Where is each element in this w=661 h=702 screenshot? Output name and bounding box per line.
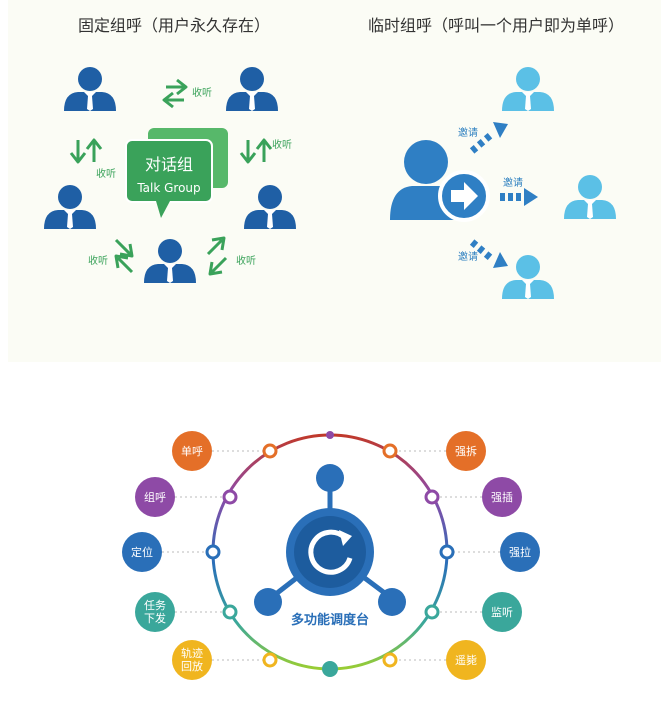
feature-node[interactable]: 组呼	[135, 477, 175, 517]
ring-marker	[222, 604, 238, 620]
feature-node-label: 强拆	[455, 444, 477, 458]
ring-marker	[262, 443, 278, 459]
group-call-diagram: 对话组 Talk Group	[44, 67, 616, 299]
feature-node-circle	[135, 477, 175, 517]
exchange-arrow-icon	[162, 78, 188, 109]
listen-label: 收听	[236, 254, 256, 267]
user-icon	[64, 67, 116, 111]
feature-node[interactable]: 强拉	[500, 532, 540, 572]
listen-label: 收听	[96, 167, 116, 180]
feature-node[interactable]: 监听	[482, 592, 522, 632]
feature-node-circle	[482, 477, 522, 517]
ring-top-dot	[326, 431, 334, 439]
user-icon	[502, 67, 554, 111]
invite-arrow-icon	[469, 239, 508, 268]
user-icon	[144, 239, 196, 283]
feature-node-label: 强拉	[509, 545, 531, 559]
feature-node-label: 强插	[491, 490, 513, 504]
ring-bottom-dot	[322, 661, 338, 677]
feature-node[interactable]: 任务下发	[135, 592, 175, 632]
feature-node-label: 单呼	[181, 445, 203, 458]
user-icon	[502, 255, 554, 299]
listen-label: 收听	[192, 86, 212, 99]
feature-node-circle	[122, 532, 162, 572]
feature-node-circle	[500, 532, 540, 572]
feature-node[interactable]: 定位	[122, 532, 162, 572]
feature-node-circle	[172, 431, 212, 471]
user-icon	[44, 185, 96, 229]
arrow-right-icon	[451, 182, 478, 210]
user-icon	[244, 185, 296, 229]
feature-node[interactable]: 遥毙	[446, 640, 486, 680]
talk-group-en: Talk Group	[136, 181, 200, 195]
talk-group-cn: 对话组	[145, 155, 193, 174]
feature-node-circle	[482, 592, 522, 632]
ring-marker	[382, 652, 398, 668]
feature-node-circle	[446, 431, 486, 471]
listen-label: 收听	[272, 138, 292, 151]
feature-node-label: 定位	[131, 545, 153, 559]
feature-node[interactable]: 强插	[482, 477, 522, 517]
user-icon	[226, 67, 278, 111]
feature-node-circle	[446, 640, 486, 680]
temp-group-title: 临时组呼（呼叫一个用户即为单呼）	[368, 16, 625, 35]
dispatch-panel: 单呼组呼定位任务下发轨迹回放 强拆强插强拉监听遥毙 多功能调度台	[0, 362, 661, 702]
invite-arrow-icon	[469, 122, 508, 154]
talk-group-bubble: 对话组 Talk Group	[125, 128, 228, 218]
dispatch-hub-icon	[254, 464, 406, 616]
invite-label: 邀请	[458, 126, 478, 139]
feature-node-label: 轨迹回放	[181, 646, 203, 673]
listen-label: 收听	[88, 254, 108, 267]
feature-node-label: 任务下发	[144, 599, 166, 625]
feature-node-label: 组呼	[144, 490, 166, 504]
invite-arrow-icon	[500, 188, 538, 206]
invite-label: 邀请	[503, 176, 523, 189]
feature-node-circle	[172, 640, 212, 680]
feature-node-circle	[135, 592, 175, 632]
fixed-group-title: 固定组呼（用户永久存在）	[78, 16, 271, 35]
invite-label: 邀请	[458, 250, 478, 263]
top-panel: 固定组呼（用户永久存在） 临时组呼（呼叫一个用户即为单呼） 对话组 Talk	[8, 0, 661, 362]
exchange-arrow-icon	[206, 236, 228, 276]
ring-marker	[382, 443, 398, 459]
ring-marker	[205, 544, 221, 560]
feature-node-label: 遥毙	[455, 654, 477, 667]
ring-marker	[222, 489, 238, 505]
inviter-user-icon	[390, 140, 490, 222]
ring-marker	[424, 604, 440, 620]
feature-node[interactable]: 强拆	[446, 431, 486, 471]
dispatch-center-label: 多功能调度台	[291, 612, 369, 628]
ring-marker	[262, 652, 278, 668]
user-icon	[564, 175, 616, 219]
exchange-arrow-icon	[239, 138, 273, 164]
feature-node[interactable]: 单呼	[172, 431, 212, 471]
feature-node-label: 监听	[491, 606, 513, 619]
ring-marker	[439, 544, 455, 560]
ring-marker	[424, 489, 440, 505]
exchange-arrow-icon	[69, 138, 103, 164]
exchange-arrow-icon	[114, 238, 134, 274]
feature-node[interactable]: 轨迹回放	[172, 640, 212, 680]
